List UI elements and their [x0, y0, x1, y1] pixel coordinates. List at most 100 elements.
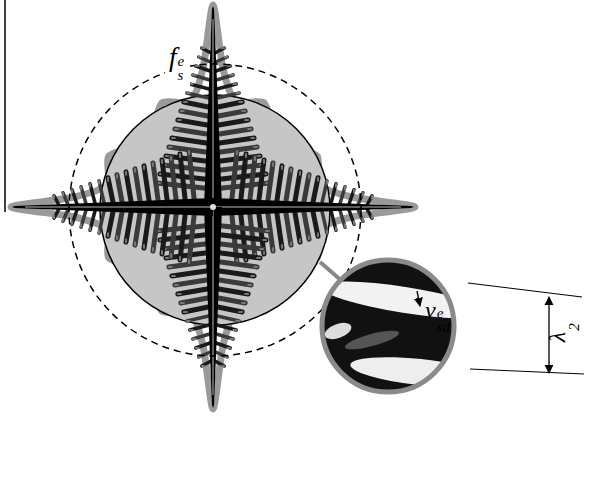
arm-tip: [299, 239, 301, 242]
arm-tip: [199, 356, 202, 358]
script-stack: 2: [553, 323, 582, 331]
arm-tip: [308, 236, 310, 239]
arm-tip: [178, 293, 181, 295]
arm-tip: [170, 254, 172, 257]
arm-tip: [202, 47, 205, 49]
arm-tip: [245, 293, 248, 295]
inset-micrograph: [319, 258, 491, 398]
arm-tip: [188, 151, 190, 154]
arm-tip: [239, 101, 242, 103]
secondary-arm: [249, 157, 255, 207]
arm-core: [213, 19, 214, 207]
arm-tip: [187, 320, 190, 322]
arm-tip: [53, 196, 55, 199]
arm-tip: [161, 251, 163, 254]
frame-line: [4, 0, 6, 212]
arm-tip: [344, 187, 346, 190]
arm-tip: [242, 302, 245, 304]
arm-tip: [89, 184, 91, 187]
arm-tip: [230, 338, 233, 340]
extension-line: [470, 369, 584, 374]
arm-tip: [179, 257, 181, 260]
arm-tip: [107, 178, 109, 181]
arm-tip: [233, 329, 236, 331]
arm-tip: [193, 74, 196, 76]
arm-tip: [353, 190, 355, 193]
arm-tip: [125, 239, 127, 242]
primary-arm: [204, 6, 222, 207]
arm-tip: [190, 83, 193, 85]
arm-tip: [193, 338, 196, 340]
arm-tip: [169, 266, 172, 268]
secondary-arm: [240, 154, 246, 207]
arm-tip: [335, 184, 337, 187]
arm-tip: [248, 128, 251, 130]
arm-tip: [187, 92, 190, 94]
arm-tip: [107, 233, 109, 236]
arm-tip: [317, 178, 319, 181]
arm-tip: [263, 251, 265, 254]
arm-tip: [299, 172, 301, 175]
arm-tip: [143, 245, 145, 248]
arm-tip: [134, 242, 136, 245]
symbol-base: v: [425, 297, 436, 324]
dendrite-figure: [11, 5, 415, 409]
spacing-label: λ 2: [544, 323, 582, 342]
secondary-arm: [213, 243, 263, 249]
secondary-arm: [180, 154, 186, 207]
secondary-arm: [171, 207, 177, 257]
arm-tip: [266, 230, 269, 232]
velocity-label: vesd: [425, 297, 450, 335]
arm-tip: [71, 221, 73, 224]
arm-tip: [236, 151, 238, 154]
arm-tip: [242, 110, 245, 112]
arm-tip: [245, 154, 247, 157]
arm-tip: [89, 227, 91, 230]
superscript: e: [178, 54, 185, 68]
arm-tip: [116, 175, 118, 178]
arm-tip: [254, 266, 257, 268]
arm-tip: [257, 155, 260, 157]
arm-tip: [251, 137, 254, 139]
symbol-base: λ: [544, 332, 571, 342]
primary-arm: [12, 198, 213, 216]
arm-tip: [290, 169, 292, 172]
arm-tip: [175, 284, 178, 286]
arm-tip: [239, 311, 242, 313]
arm-tip: [98, 181, 100, 184]
arm-tip: [62, 218, 64, 221]
arm-tip: [281, 166, 283, 169]
arm-tip: [254, 157, 256, 160]
symbol-box: fes: [165, 40, 190, 87]
superscript: e: [437, 306, 450, 320]
arm-tip: [263, 160, 265, 163]
arm-core: [213, 207, 214, 395]
math-symbol: λ 2: [544, 323, 582, 342]
primary-arm: [204, 207, 222, 408]
arm-tip: [80, 224, 82, 227]
arm-tip: [257, 257, 260, 259]
arm-tip: [172, 275, 175, 277]
arm-tip: [71, 190, 73, 193]
arm-tip: [169, 146, 172, 148]
math-symbol: fes: [169, 42, 184, 83]
arm-tip: [202, 365, 205, 367]
grain-envelope: [11, 5, 415, 409]
arm-tip: [125, 172, 127, 175]
symbol-base: f: [169, 42, 177, 73]
arm-tip: [224, 56, 227, 58]
arm-tip: [371, 215, 373, 218]
arm-tip: [152, 248, 154, 251]
arm-tip: [236, 92, 239, 94]
secondary-arm: [189, 151, 195, 207]
secondary-arm: [213, 234, 266, 240]
secondary-arm: [213, 225, 269, 231]
arm-tip: [116, 236, 118, 239]
arm-tip: [152, 163, 154, 166]
script-stack: esd: [437, 306, 450, 335]
arm-tip: [190, 329, 193, 331]
subscript: sd: [437, 320, 450, 334]
arm-tip: [371, 196, 373, 199]
secondary-arm: [240, 207, 246, 260]
